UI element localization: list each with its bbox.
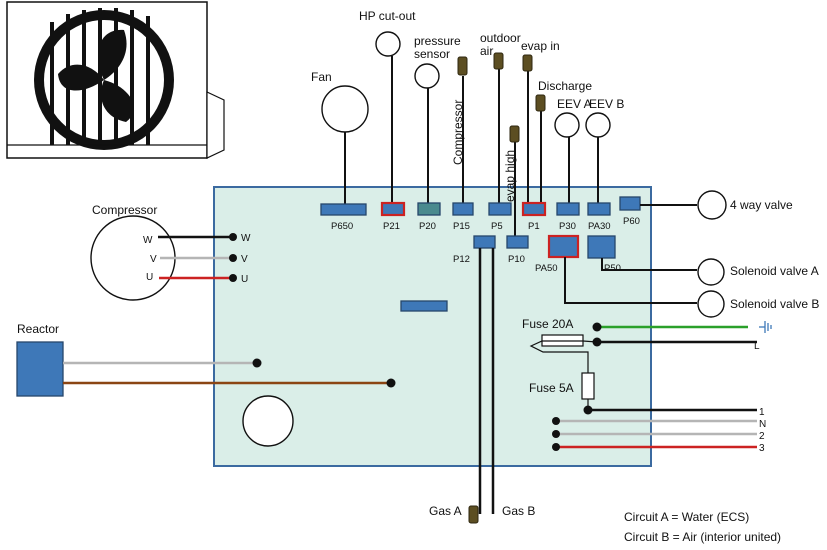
reactor-icon [16,341,64,397]
power-n-label: N [759,419,766,430]
gas-a-label: Gas A [429,504,462,518]
power-2-label: 2 [759,431,765,442]
eev-b-icon [585,112,611,138]
compressor-u-inner: U [146,272,153,283]
terminal-u [229,274,237,282]
eev-a-label: EEV A [557,97,592,111]
connector-p60 [619,196,641,211]
label-p21: P21 [383,221,400,232]
label-p60: P60 [623,216,640,227]
connector-p12 [473,235,496,249]
connector-p5 [488,202,512,216]
evap-in-probe-icon [522,54,533,72]
outdoor-air-probe-icon [493,52,504,70]
power-l-label: L [754,341,760,352]
four-way-valve-label: 4 way valve [730,198,793,212]
label-p10: P10 [508,254,525,265]
pressure-sensor-line-1: pressure [414,34,461,48]
terminal-w-label: W [241,233,251,244]
terminal-3 [552,443,560,451]
fan-label: Fan [311,70,332,84]
reactor-terminal-2 [386,378,396,388]
sensor-wires [344,56,599,236]
solenoid-valve-b-icon [697,290,725,318]
terminal-w [229,233,237,241]
outdoor-air-label: outdoor air [480,31,524,58]
gas-a-probe-icon [468,505,479,524]
connector-p15 [452,202,474,216]
label-p650: P650 [331,221,353,232]
board-component [400,300,448,312]
power-3-label: 3 [759,443,765,454]
hp-cutout-label: HP cut-out [359,9,416,23]
connector-p30 [556,202,580,216]
evap-high-probe-icon [509,125,520,143]
legend-line-1: Circuit A = Water (ECS) [624,510,749,524]
solenoid-valve-a-icon [697,258,725,286]
legend-line-2: Circuit B = Air (interior united) [624,530,781,544]
pressure-sensor-line-2: sensor [414,47,450,61]
label-pa50: PA50 [535,263,558,274]
reactor-terminal-1 [252,358,262,368]
label-p30: P30 [559,221,576,232]
board-capacitor-icon [242,395,294,447]
connector-pa30 [587,202,611,216]
compressor-probe-label: Compressor [451,100,465,165]
discharge-label: Discharge [538,79,592,93]
connector-p1 [521,201,547,217]
label-pa30: PA30 [588,221,611,232]
label-p50: P50 [604,263,621,274]
pressure-sensor-label: pressure sensor [414,34,464,61]
fuse-20a-label: Fuse 20A [522,317,573,331]
solenoid-valve-a-label: Solenoid valve A [730,264,819,278]
power-1-label: 1 [759,407,765,418]
hp-cutout-icon [375,31,401,57]
connector-p21 [380,201,406,217]
solenoid-valve-b-label: Solenoid valve B [730,297,819,311]
fuse-output-terminal [583,405,593,415]
pressure-sensor-icon [414,63,440,89]
terminal-v-label: V [241,254,248,265]
label-p20: P20 [419,221,436,232]
eev-b-label: EEV B [589,97,624,111]
terminal-u-label: U [241,274,248,285]
output-wires [564,204,697,304]
fan-motor-icon [321,85,369,133]
label-p12: P12 [453,254,470,265]
terminal-v [229,254,237,262]
outdoor-air-line-2: air [480,44,493,58]
four-way-valve-icon [697,190,727,220]
eev-a-icon [554,112,580,138]
discharge-probe-icon [535,94,546,112]
compressor-w-inner: W [143,235,153,246]
connector-p50 [587,235,616,259]
compressor-probe-icon [457,56,468,76]
terminal-2 [552,430,560,438]
terminal-n [552,417,560,425]
label-p5: P5 [491,221,503,232]
connector-p650 [320,203,367,216]
label-p1: P1 [528,221,540,232]
connector-pa50 [547,234,580,259]
connector-p20 [417,202,441,216]
connector-p10 [506,235,529,249]
compressor-title: Compressor [92,203,157,217]
fuse-5a-label: Fuse 5A [529,381,574,395]
earth-icon [759,321,772,333]
label-p15: P15 [453,221,470,232]
gas-b-label: Gas B [502,504,535,518]
evap-high-label: evap high [503,150,517,202]
reactor-label: Reactor [17,322,59,336]
fan-unit-icon [6,1,225,159]
outdoor-air-line-1: outdoor [480,31,521,45]
compressor-v-inner: V [150,254,157,265]
earth-terminal [592,322,602,332]
evap-in-label: evap in [521,39,560,53]
fuse-5a-icon [581,372,595,400]
